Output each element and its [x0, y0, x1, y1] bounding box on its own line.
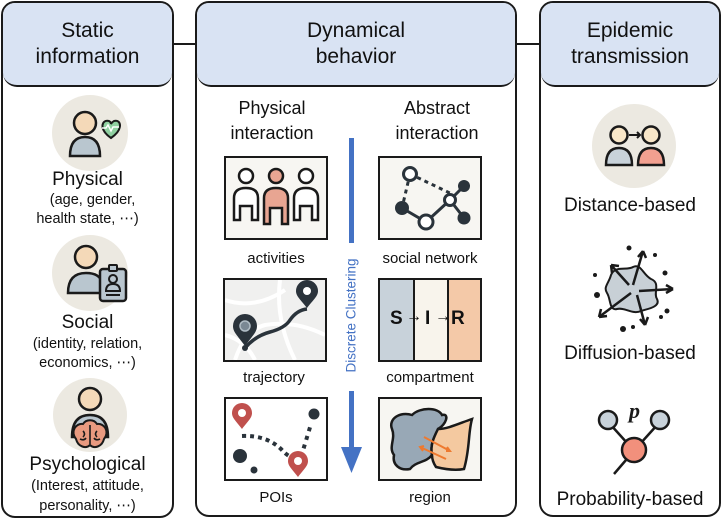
header-line: information: [35, 45, 140, 68]
discrete-clustering-label: Discrete Clustering: [343, 258, 359, 373]
static-item-label: Physical: [52, 169, 123, 190]
epidemic-transmission-panel: Epidemic transmission Distance-based Diff…: [539, 1, 721, 517]
connector-dynamical-epidemic: [516, 43, 540, 45]
diffusion-based-label: Diffusion-based: [564, 343, 696, 364]
arrow-right-icon: →: [435, 308, 451, 325]
axis-line-bottom: [349, 391, 354, 451]
distance-based-label: Distance-based: [563, 195, 697, 216]
heading-line: interaction: [395, 123, 479, 143]
activities-tile: [224, 156, 328, 240]
compartment-s: [380, 280, 415, 360]
network-graph-icon: [395, 166, 471, 231]
header-line: transmission: [571, 45, 689, 68]
dynamical-behavior-header: Dynamical behavior: [197, 3, 515, 87]
person-brain-icon: [53, 378, 127, 452]
physical-interaction-heading: Physical interaction: [207, 96, 337, 146]
compartment-label-s: S: [390, 308, 403, 329]
compartment-r: [449, 280, 480, 360]
pois-caption: POIs: [259, 489, 293, 506]
heading-line: Physical: [238, 98, 306, 118]
arrow-down-icon: [341, 447, 362, 473]
abstract-interaction-heading: Abstract interaction: [372, 96, 502, 146]
region-tile: [378, 397, 482, 481]
person-to-person-icon: [592, 104, 676, 188]
header-line: Static: [61, 19, 114, 42]
dynamical-behavior-panel: Dynamical behavior Physical interaction A…: [195, 1, 517, 517]
region-caption: region: [409, 489, 451, 506]
static-information-panel: Static information Physical (age, gender,…: [1, 1, 174, 518]
static-item-desc: (age, gender,: [49, 192, 136, 208]
static-item-desc: (Interest, attitude,: [31, 478, 144, 494]
compartment-label-r: R: [451, 308, 465, 329]
compartment-label-i: I: [425, 308, 431, 329]
static-item-label: Psychological: [29, 454, 146, 475]
epidemic-transmission-header: Epidemic transmission: [541, 3, 719, 87]
activities-caption: activities: [247, 250, 305, 267]
person-heart-icon: [52, 95, 128, 171]
static-item-desc: health state, ⋯): [36, 211, 139, 227]
social-network-caption: social network: [382, 250, 478, 267]
heading-line: Abstract: [403, 98, 471, 118]
arrow-right-icon: →: [406, 308, 422, 325]
person-id-badge-icon: [52, 235, 128, 311]
social-network-tile: [378, 156, 482, 240]
map-route-icon: [225, 280, 325, 360]
trajectory-tile: [223, 278, 327, 362]
static-item-label: Social: [61, 312, 114, 333]
pois-tile: [224, 397, 328, 481]
static-information-header: Static information: [3, 3, 172, 87]
compartment-i: [415, 280, 449, 360]
header-line: behavior: [315, 45, 397, 68]
connector-static-dynamical: [172, 43, 196, 45]
compartment-caption: compartment: [386, 369, 474, 386]
heading-line: interaction: [230, 123, 314, 143]
static-item-desc: (identity, relation,: [32, 336, 143, 352]
header-line: Dynamical: [306, 19, 406, 42]
poi-pins-icon: [232, 403, 320, 477]
trajectory-caption: trajectory: [243, 369, 305, 386]
axis-line-top: [349, 138, 354, 243]
probability-nodes-icon: p: [597, 398, 671, 475]
probability-symbol: p: [627, 398, 640, 423]
probability-based-label: Probability-based: [556, 489, 704, 510]
static-item-desc: economics, ⋯): [39, 355, 136, 371]
people-group-icon: [232, 167, 320, 226]
static-item-desc: personality, ⋯): [39, 498, 136, 514]
header-line: Epidemic: [586, 19, 674, 42]
diffusion-blob-icon: [593, 245, 674, 332]
region-map-icon: [389, 407, 474, 472]
compartment-tile: S → I → R: [378, 278, 482, 362]
